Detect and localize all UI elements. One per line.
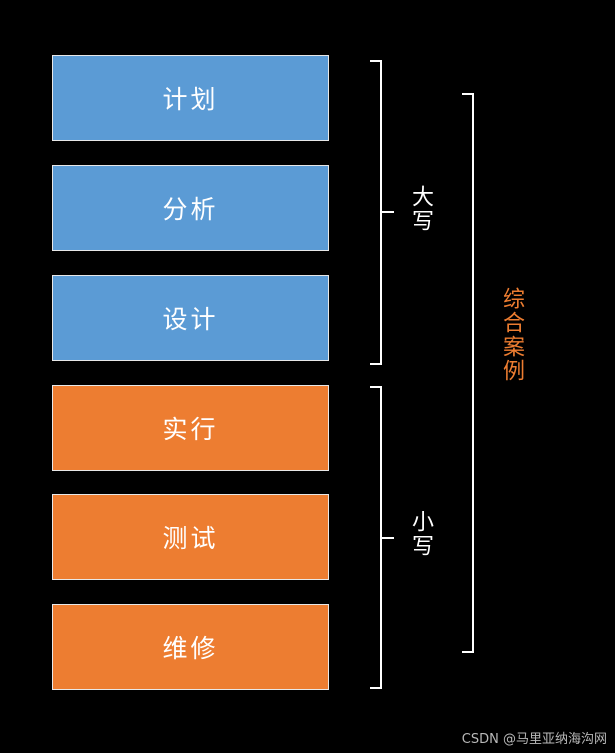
bracket-upper: [370, 60, 382, 365]
bracket-overall-label: 综合案例: [499, 287, 524, 383]
bracket-lower-stem: [382, 537, 394, 539]
stage-label-3: 设计: [162, 305, 219, 334]
bracket-overall: [462, 93, 474, 653]
stage-label-4: 实行: [162, 415, 219, 444]
stage-label-5: 测试: [162, 524, 219, 553]
stage-box-4[interactable]: 实行: [52, 385, 329, 471]
stage-box-1[interactable]: 计划: [52, 55, 329, 141]
bracket-lower: [370, 386, 382, 689]
stage-label-2: 分析: [162, 195, 219, 224]
stage-box-5[interactable]: 测试: [52, 494, 329, 580]
stage-box-6[interactable]: 维修: [52, 604, 329, 690]
watermark-text: CSDN @马里亚纳海沟网: [461, 732, 607, 747]
stage-label-6: 维修: [162, 634, 219, 663]
bracket-lower-label: 小写: [408, 510, 433, 558]
stage-box-2[interactable]: 分析: [52, 165, 329, 251]
bracket-upper-stem: [382, 211, 394, 213]
stage-label-1: 计划: [162, 85, 219, 114]
stage-box-3[interactable]: 设计: [52, 275, 329, 361]
bracket-upper-label: 大写: [408, 185, 433, 233]
